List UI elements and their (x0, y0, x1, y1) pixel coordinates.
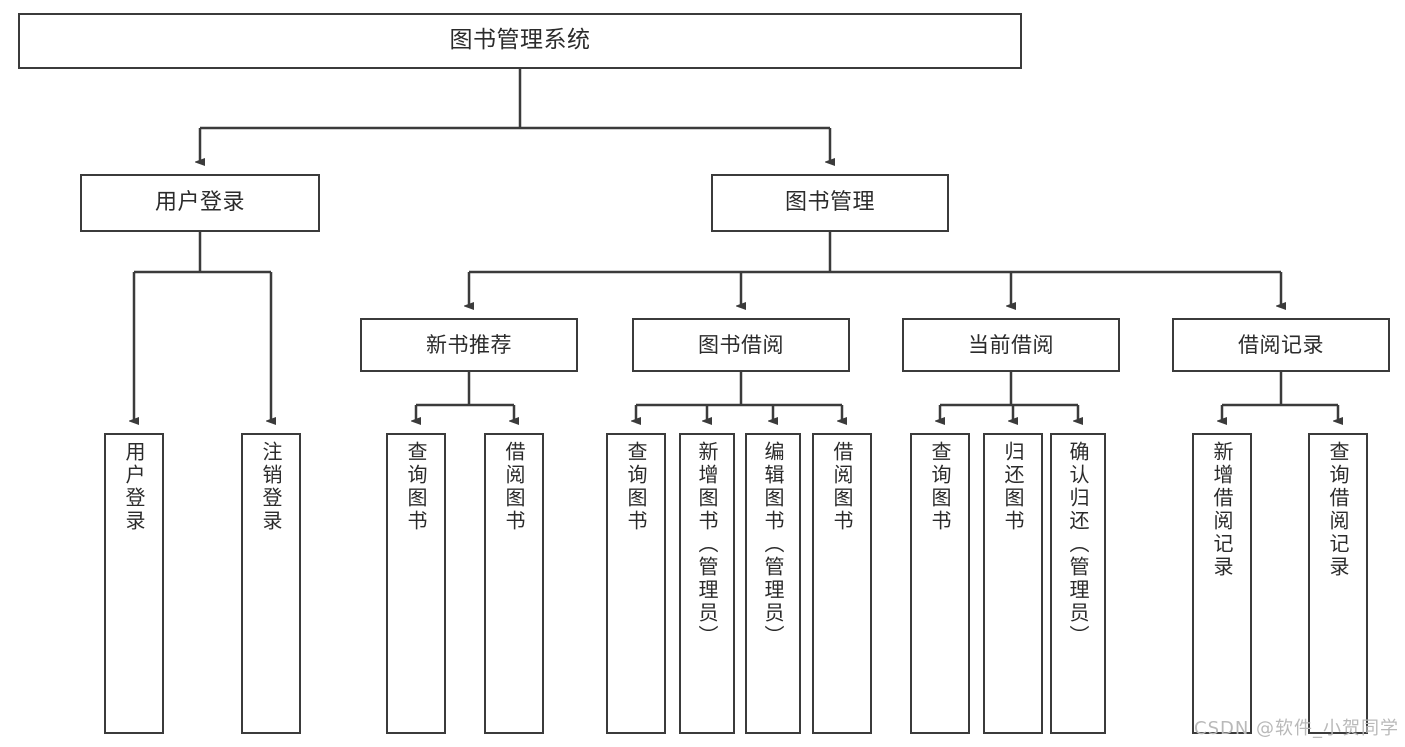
node-leaf-borrow-book-2[interactable]: 借阅图书 (812, 433, 872, 734)
node-leaf-borrow-book-2-label: 借阅图书 (830, 441, 854, 533)
csdn-watermark: CSDN @软件_小贺同学 (1194, 718, 1400, 739)
node-leaf-user-login[interactable]: 用户登录 (104, 433, 164, 734)
node-leaf-query-book-3[interactable]: 查询图书 (910, 433, 970, 734)
node-leaf-borrow-book-1-label: 借阅图书 (502, 441, 526, 533)
node-new-book-recommend-label: 新书推荐 (426, 332, 512, 357)
node-leaf-borrow-book-1[interactable]: 借阅图书 (484, 433, 544, 734)
node-book-borrow-label: 图书借阅 (698, 332, 784, 357)
node-new-book-recommend[interactable]: 新书推荐 (360, 318, 578, 372)
node-leaf-add-book-admin[interactable]: 新增图书（管理员） (679, 433, 735, 734)
node-leaf-confirm-return-admin[interactable]: 确认归还（管理员） (1050, 433, 1106, 734)
node-leaf-confirm-return-admin-label: 确认归还（管理员） (1066, 441, 1090, 648)
node-leaf-user-logout[interactable]: 注销登录 (241, 433, 301, 734)
node-leaf-edit-book-admin[interactable]: 编辑图书（管理员） (745, 433, 801, 734)
node-root-system-label: 图书管理系统 (449, 27, 591, 54)
node-leaf-return-book-label: 归还图书 (1001, 441, 1025, 533)
node-leaf-return-book[interactable]: 归还图书 (983, 433, 1043, 734)
node-root-system[interactable]: 图书管理系统 (18, 13, 1022, 69)
node-leaf-add-book-admin-label: 新增图书（管理员） (695, 441, 719, 648)
node-current-borrow[interactable]: 当前借阅 (902, 318, 1120, 372)
node-leaf-query-book-1-label: 查询图书 (404, 441, 428, 533)
node-leaf-query-book-2-label: 查询图书 (624, 441, 648, 533)
node-user-login[interactable]: 用户登录 (80, 174, 320, 232)
node-borrow-record-label: 借阅记录 (1238, 332, 1324, 357)
node-leaf-query-book-3-label: 查询图书 (928, 441, 952, 533)
node-current-borrow-label: 当前借阅 (968, 332, 1054, 357)
node-leaf-user-logout-label: 注销登录 (259, 441, 283, 533)
node-leaf-edit-book-admin-label: 编辑图书（管理员） (761, 441, 785, 648)
node-book-manage[interactable]: 图书管理 (711, 174, 949, 232)
node-leaf-user-login-label: 用户登录 (122, 441, 146, 533)
node-leaf-add-borrow-record-label: 新增借阅记录 (1210, 441, 1234, 579)
node-user-login-label: 用户登录 (154, 190, 245, 216)
node-book-manage-label: 图书管理 (784, 190, 875, 216)
node-leaf-add-borrow-record[interactable]: 新增借阅记录 (1192, 433, 1252, 734)
node-book-borrow[interactable]: 图书借阅 (632, 318, 850, 372)
node-borrow-record[interactable]: 借阅记录 (1172, 318, 1390, 372)
node-leaf-query-book-2[interactable]: 查询图书 (606, 433, 666, 734)
node-leaf-query-borrow-record-label: 查询借阅记录 (1326, 441, 1350, 579)
node-leaf-query-book-1[interactable]: 查询图书 (386, 433, 446, 734)
node-leaf-query-borrow-record[interactable]: 查询借阅记录 (1308, 433, 1368, 734)
